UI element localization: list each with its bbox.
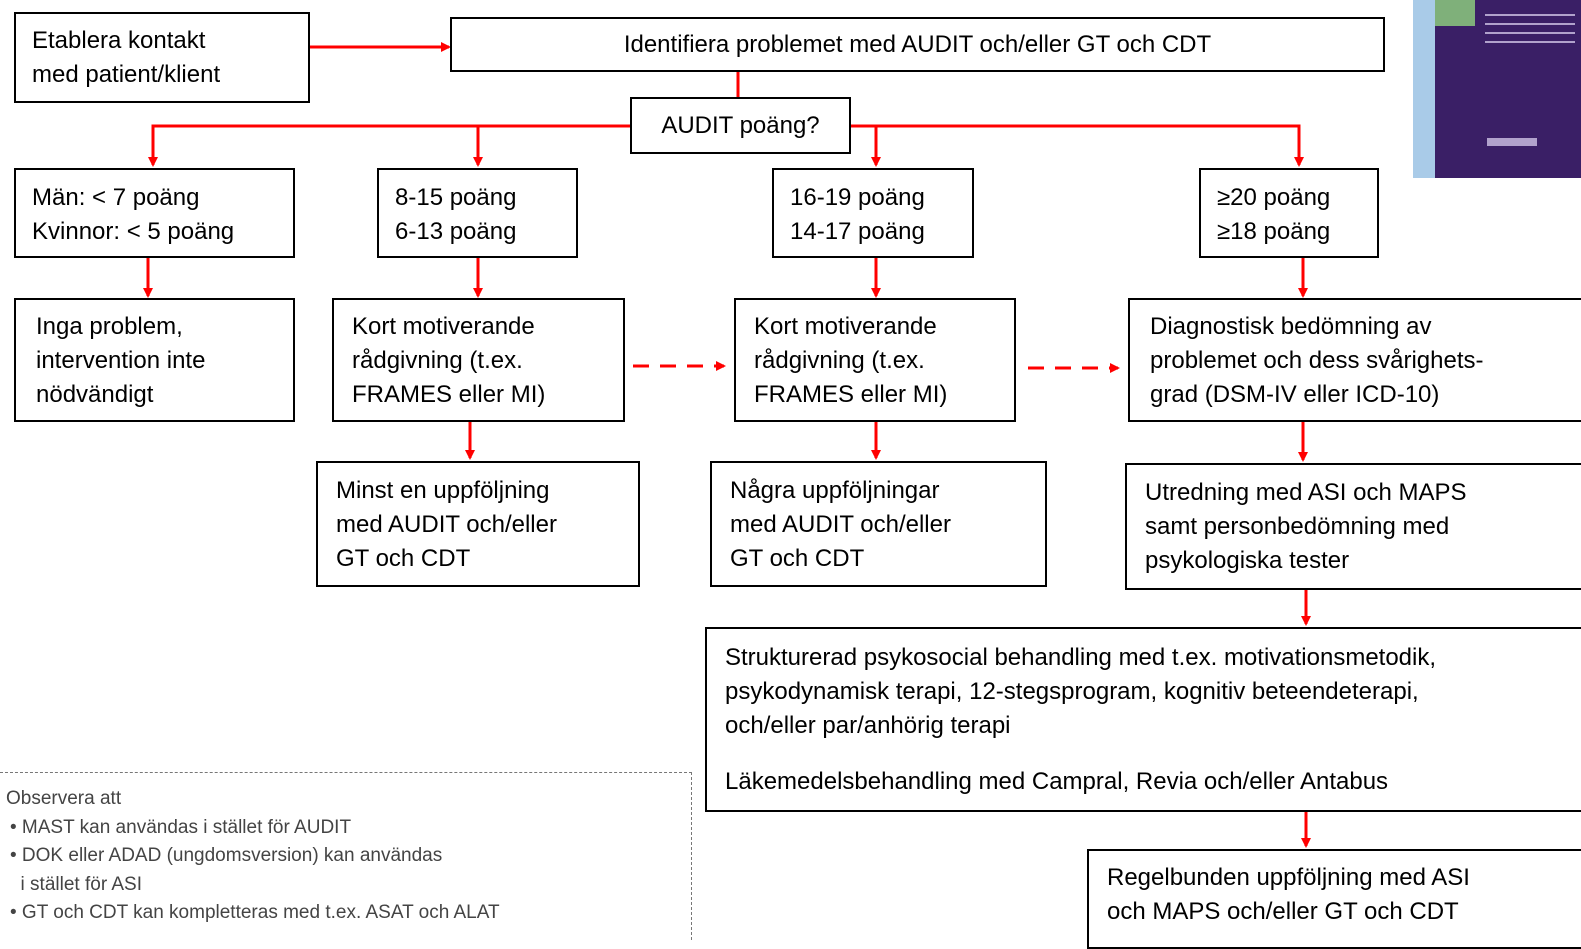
note-item: • MAST kan användas i stället för AUDIT — [10, 816, 352, 838]
branch4-assessment-box: Utredning med ASI och MAPS samt personbe… — [1125, 463, 1581, 590]
identify-box: Identifiera problemet med AUDIT och/elle… — [450, 17, 1385, 72]
arrow-decision-branch1 — [148, 124, 630, 167]
note-item: i stället för ASI — [10, 873, 142, 895]
note-box: Observera att • MAST kan användas i stäl… — [0, 772, 692, 940]
book-cover-thumbnail — [1413, 0, 1581, 178]
branch1-outcome-box: Inga problem, intervention inte nödvändi… — [14, 298, 295, 422]
branch4-followup-box: Regelbunden uppföljning med ASI och MAPS… — [1087, 849, 1581, 949]
branch3-followup-box: Några uppföljningar med AUDIT och/eller … — [710, 461, 1047, 587]
branch4-score-box: ≥20 poäng ≥18 poäng — [1199, 168, 1379, 258]
decision-box: AUDIT poäng? — [630, 97, 851, 154]
branch3-score-box: 16-19 poäng 14-17 poäng — [772, 168, 974, 258]
branch2-score-box: 8-15 poäng 6-13 poäng — [377, 168, 578, 258]
branch4-diagnosis-box: Diagnostisk bedömning av problemet och d… — [1128, 298, 1581, 422]
branch2-followup-box: Minst en uppföljning med AUDIT och/eller… — [316, 461, 640, 587]
note-title: Observera att — [6, 788, 122, 809]
branch4-treatment-box: Strukturerad psykosocial behandling med … — [705, 627, 1581, 812]
note-item: • DOK eller ADAD (ungdomsversion) kan an… — [10, 845, 443, 866]
branch3-action-box: Kort motiverande rådgivning (t.ex. FRAME… — [734, 298, 1016, 422]
branch1-score-box: Män: < 7 poäng Kvinnor: < 5 poäng — [14, 168, 295, 258]
note-item: • GT och CDT kan kompletteras med t.ex. … — [10, 902, 500, 923]
branch2-action-box: Kort motiverande rådgivning (t.ex. FRAME… — [332, 298, 625, 422]
arrow-decision-branch4 — [850, 124, 1304, 167]
start-box: Etablera kontakt med patient/klient — [14, 12, 310, 103]
